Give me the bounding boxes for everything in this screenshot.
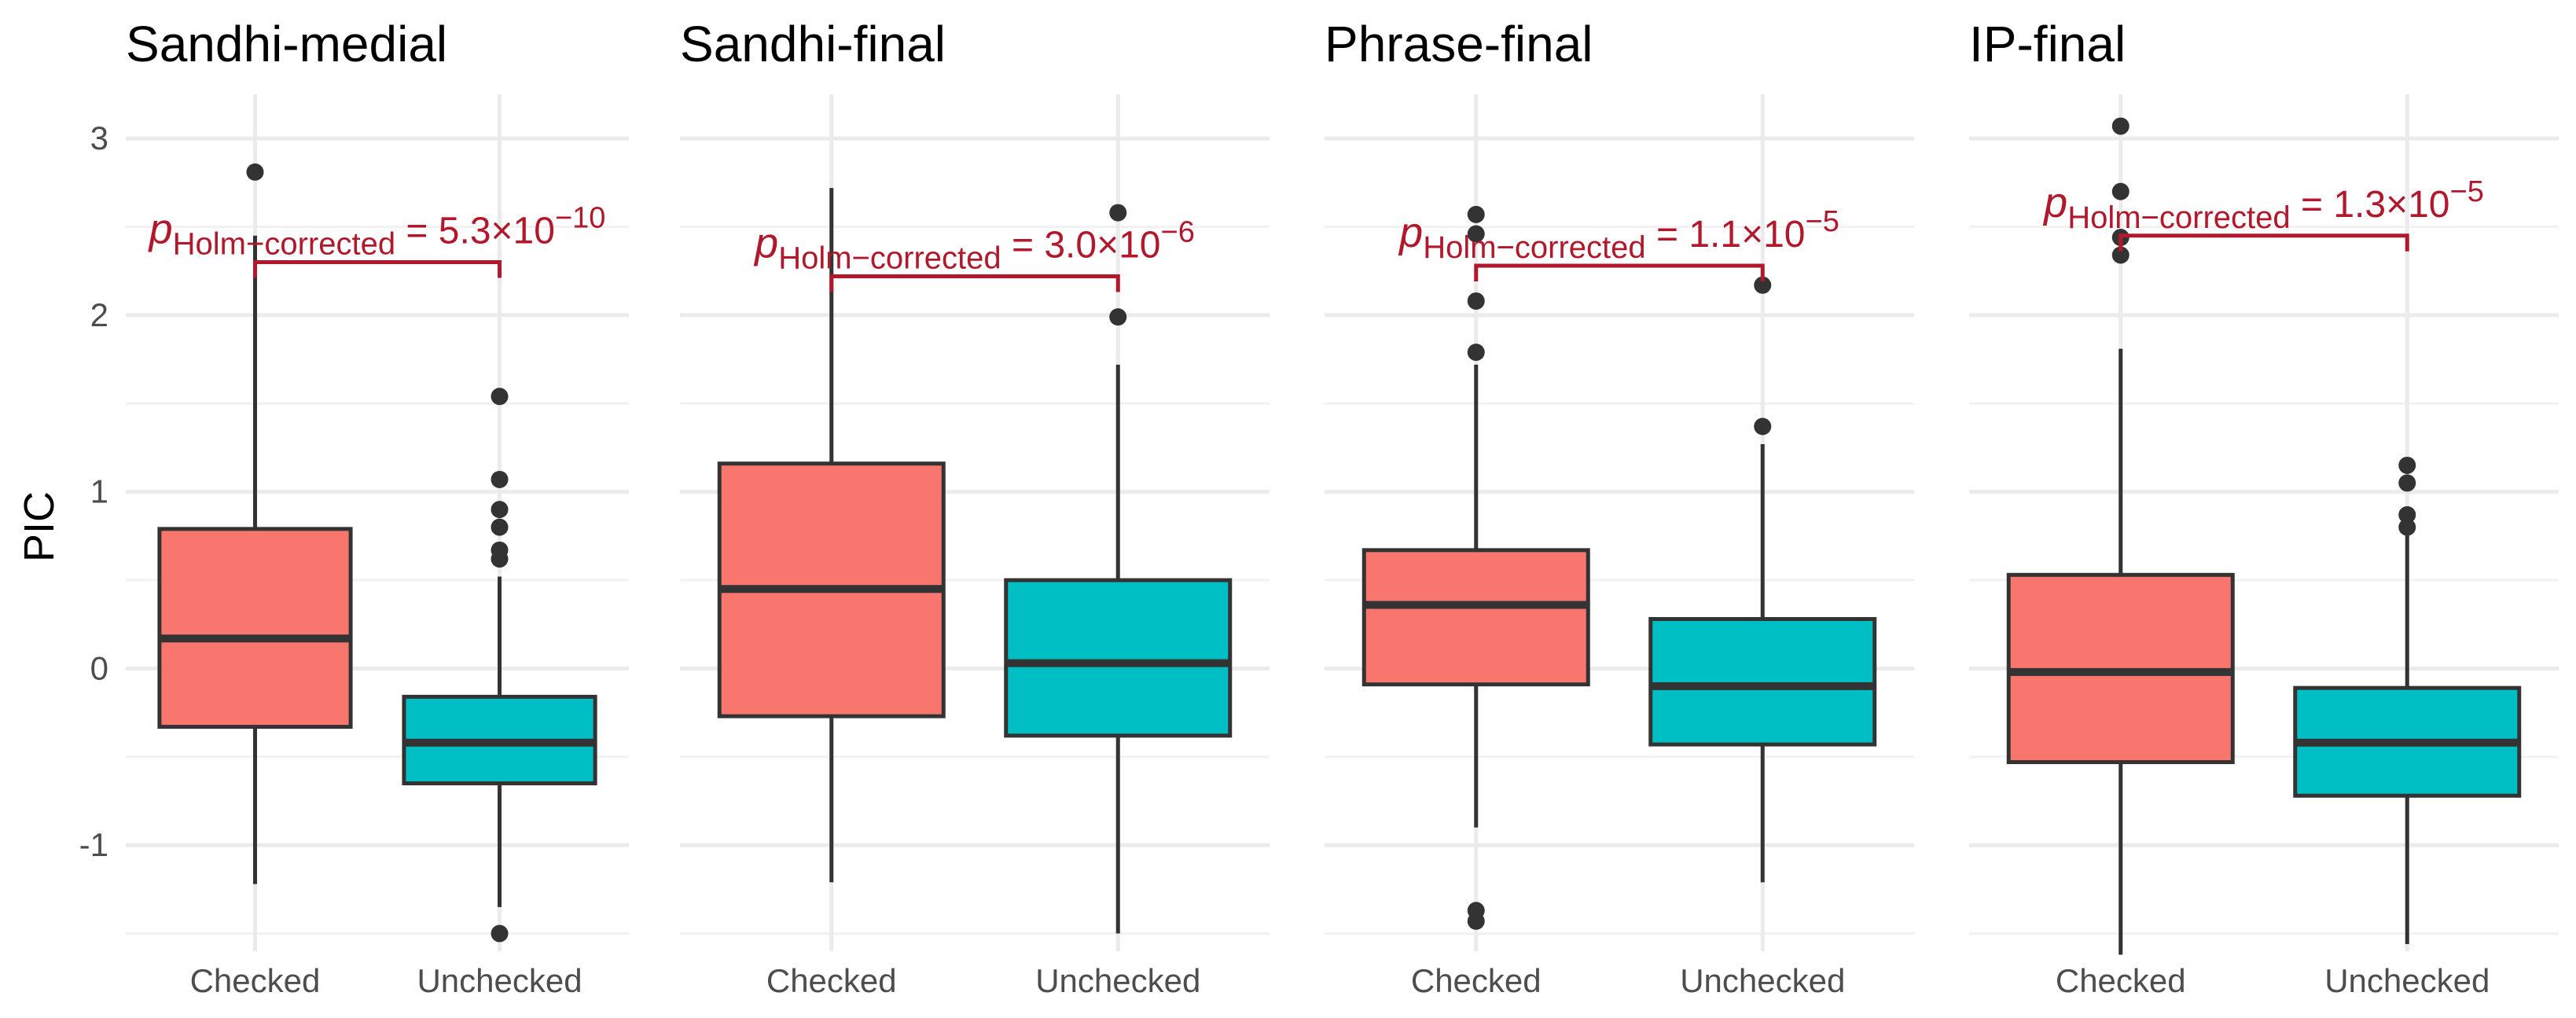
box-unchecked bbox=[1004, 204, 1233, 934]
annotation-exponent: −6 bbox=[1161, 215, 1195, 248]
outlier-point bbox=[1467, 344, 1485, 362]
box-unchecked bbox=[1648, 276, 1877, 883]
x-tick-label: Checked bbox=[190, 962, 321, 999]
box-unchecked bbox=[402, 388, 597, 943]
box-checked bbox=[157, 163, 353, 884]
y-tick-label: 0 bbox=[90, 649, 108, 686]
panel-title: Sandhi-final bbox=[680, 16, 946, 72]
annotation-sub: Holm−corrected bbox=[173, 227, 395, 262]
outlier-point bbox=[1109, 204, 1127, 222]
y-tick-label: 1 bbox=[90, 473, 108, 510]
annotation-sub: Holm−corrected bbox=[1423, 230, 1645, 265]
y-tick-label: 2 bbox=[90, 296, 108, 333]
outlier-point bbox=[2111, 117, 2130, 135]
y-tick-label: -1 bbox=[79, 826, 108, 863]
y-axis-title: PIC bbox=[16, 491, 63, 562]
outlier-point bbox=[491, 470, 509, 488]
annotation-p-label: p bbox=[148, 206, 173, 253]
annotation-exponent: −10 bbox=[555, 202, 605, 235]
panel-title: Phrase-final bbox=[1325, 16, 1593, 72]
significance-bracket bbox=[252, 260, 502, 278]
annotation-sub: Holm−corrected bbox=[778, 241, 1001, 275]
iqr-box bbox=[1648, 616, 1877, 747]
outlier-point bbox=[2398, 456, 2416, 474]
x-tick-label: Checked bbox=[766, 962, 897, 999]
outlier-point bbox=[491, 501, 509, 519]
annotation-p-label: p bbox=[2042, 179, 2067, 226]
annotation-value: = 5.3×10 bbox=[395, 211, 555, 252]
significance-bracket bbox=[1474, 263, 1765, 281]
iqr-box bbox=[1361, 548, 1590, 687]
outlier-point bbox=[2111, 246, 2130, 264]
annotation-p-label: p bbox=[1398, 209, 1423, 256]
outlier-point bbox=[2398, 474, 2416, 492]
outlier-point bbox=[491, 388, 509, 406]
outlier-point bbox=[1109, 308, 1127, 326]
box-unchecked bbox=[2293, 456, 2522, 945]
outlier-point bbox=[1467, 205, 1485, 223]
outlier-point bbox=[1467, 225, 1485, 243]
x-tick-label: Checked bbox=[1411, 962, 1542, 999]
outlier-point bbox=[1467, 912, 1485, 930]
x-tick-label: Unchecked bbox=[1035, 962, 1200, 999]
p-value-annotation: pHolm−corrected = 5.3×10−10 bbox=[148, 202, 606, 262]
outlier-point bbox=[1754, 417, 1772, 435]
outlier-point bbox=[2111, 182, 2130, 200]
outlier-point bbox=[491, 541, 509, 559]
x-tick-label: Unchecked bbox=[2324, 962, 2490, 999]
panel-title: Sandhi-medial bbox=[126, 16, 447, 72]
x-tick-label: Checked bbox=[2056, 962, 2186, 999]
outlier-point bbox=[2398, 518, 2416, 536]
x-tick-label: Unchecked bbox=[417, 962, 582, 999]
annotation-p-label: p bbox=[753, 219, 778, 266]
box-checked bbox=[717, 188, 946, 883]
iqr-box bbox=[1004, 578, 1233, 738]
outlier-point bbox=[2398, 505, 2416, 524]
p-value-annotation: pHolm−corrected = 1.3×10−5 bbox=[2042, 175, 2484, 235]
annotation-exponent: −5 bbox=[1806, 205, 1839, 238]
outlier-point bbox=[1467, 292, 1485, 310]
outlier-point bbox=[246, 163, 264, 181]
significance-bracket bbox=[2118, 233, 2409, 252]
box-checked bbox=[1361, 205, 1590, 930]
panel-title: IP-final bbox=[1969, 16, 2126, 72]
annotation-exponent: −5 bbox=[2450, 175, 2484, 208]
outlier-point bbox=[491, 924, 509, 943]
box-checked bbox=[2006, 117, 2235, 955]
outlier-point bbox=[491, 518, 509, 536]
x-tick-label: Unchecked bbox=[1680, 962, 1845, 999]
annotation-value: = 1.3×10 bbox=[2291, 184, 2450, 226]
iqr-box bbox=[157, 527, 353, 730]
p-value-annotation: pHolm−corrected = 1.1×10−5 bbox=[1398, 205, 1839, 265]
significance-bracket bbox=[829, 274, 1120, 292]
annotation-value: = 3.0×10 bbox=[1001, 224, 1161, 266]
annotation-value: = 1.1×10 bbox=[1646, 214, 1806, 255]
y-tick-label: 3 bbox=[90, 119, 108, 156]
outlier-point bbox=[1754, 276, 1772, 294]
annotation-sub: Holm−corrected bbox=[2067, 200, 2290, 235]
p-value-annotation: pHolm−corrected = 3.0×10−6 bbox=[753, 215, 1195, 275]
